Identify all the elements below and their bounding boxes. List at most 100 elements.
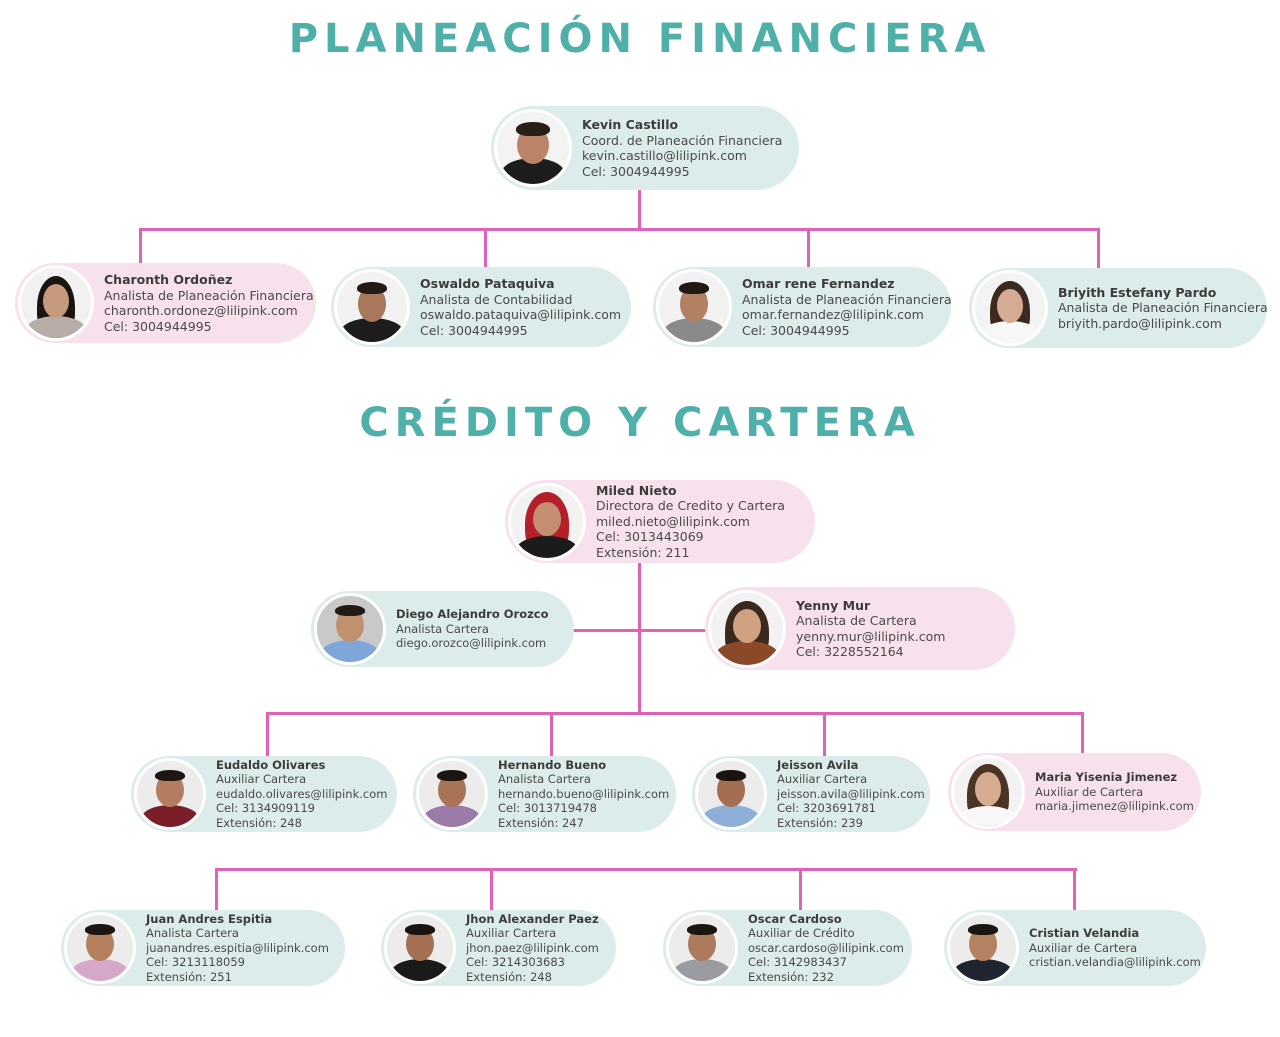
person-card-kevin-castillo: Kevin Castillo Coord. de Planeación Fina…	[491, 106, 799, 190]
person-extension: Extensión: 232	[748, 969, 834, 984]
avatar	[134, 758, 206, 830]
connector-line	[1073, 868, 1076, 911]
person-extension: Extensión: 251	[146, 969, 232, 984]
person-phone: Cel: 3213118059	[146, 955, 245, 970]
avatar	[656, 269, 732, 345]
connector-line	[1097, 228, 1100, 268]
avatar	[947, 912, 1019, 984]
person-name: Oscar Cardoso	[748, 911, 842, 926]
connector-line	[638, 562, 641, 715]
person-email: briyith.pardo@lilipink.com	[1058, 315, 1222, 331]
person-email: omar.fernandez@lilipink.com	[742, 307, 924, 322]
person-card-hernando-bueno: Hernando Bueno Analista Cartera hernando…	[413, 756, 676, 832]
person-phone: Cel: 3228552164	[796, 644, 904, 659]
person-name: Charonth Ordoñez	[104, 272, 233, 287]
person-name: Kevin Castillo	[582, 117, 679, 132]
avatar	[666, 912, 738, 984]
person-role: Auxiliar de Crédito	[748, 926, 855, 941]
person-phone: Cel: 3142983437	[748, 955, 847, 970]
person-role: Auxiliar de Cartera	[1029, 940, 1138, 955]
person-name: Jeisson Avila	[777, 757, 859, 772]
connector-line	[807, 228, 810, 268]
person-email: maria.jimenez@lilipink.com	[1035, 799, 1194, 814]
person-role: Analista de Contabilidad	[420, 291, 573, 307]
person-email: yenny.mur@lilipink.com	[796, 628, 946, 644]
person-name: Cristian Velandia	[1029, 926, 1140, 941]
connector-line	[484, 228, 487, 268]
person-card-yenny-mur: Yenny Mur Analista de Cartera yenny.mur@…	[705, 587, 1015, 670]
person-role: Coord. de Planeación Financiera	[582, 132, 783, 148]
person-role: Analista de Cartera	[796, 613, 917, 628]
connector-line	[490, 868, 493, 911]
person-email: hernando.bueno@lilipink.com	[498, 786, 670, 801]
person-phone: Cel: 3013443069	[596, 529, 704, 545]
connector-line	[266, 712, 269, 757]
person-card-cristian-velandia: Cristian Velandia Auxiliar de Cartera cr…	[944, 910, 1206, 986]
person-card-juan-espitia: Juan Andres Espitia Analista Cartera jua…	[61, 910, 345, 986]
person-role: Auxiliar Cartera	[466, 926, 557, 941]
connector-line	[572, 629, 708, 632]
person-name: Jhon Alexander Paez	[466, 911, 599, 926]
person-card-miled-nieto: Miled Nieto Directora de Credito y Carte…	[505, 480, 815, 563]
person-email: oswaldo.pataquiva@lilipink.com	[420, 307, 622, 322]
avatar	[384, 912, 456, 984]
person-card-briyith-pardo: Briyith Estefany Pardo Analista de Plane…	[969, 268, 1268, 348]
person-email: oscar.cardoso@lilipink.com	[748, 940, 904, 955]
avatar	[494, 109, 572, 187]
section-title-credito: CRÉDITO Y CARTERA	[359, 400, 921, 446]
person-name: Maria Yisenia Jimenez	[1035, 770, 1178, 785]
avatar	[951, 755, 1025, 829]
avatar	[334, 269, 410, 345]
person-role: Analista de Planeación Financiera	[742, 291, 952, 307]
person-name: Yenny Mur	[796, 597, 871, 613]
person-role: Directora de Credito y Cartera	[596, 498, 785, 514]
person-role: Auxiliar de Cartera	[1035, 784, 1144, 799]
person-name: Diego Alejandro Orozco	[396, 607, 549, 622]
person-email: diego.orozco@lilipink.com	[396, 636, 547, 651]
person-name: Juan Andres Espitia	[146, 911, 273, 926]
person-email: juanandres.espitia@lilipink.com	[146, 940, 329, 955]
person-card-jhon-paez: Jhon Alexander Paez Auxiliar Cartera jho…	[381, 910, 616, 986]
person-name: Eudaldo Olivares	[216, 757, 326, 772]
connector-line	[638, 190, 641, 230]
person-card-oscar-cardoso: Oscar Cardoso Auxiliar de Crédito oscar.…	[663, 910, 912, 986]
person-email: charonth.ordonez@lilipink.com	[104, 303, 298, 318]
person-role: Analista de Planeación Financiera	[1058, 300, 1268, 316]
person-email: jhon.paez@lilipink.com	[466, 940, 599, 955]
connector-line	[139, 228, 142, 266]
person-extension: Extensión: 248	[216, 815, 302, 830]
avatar	[695, 758, 767, 830]
connector-line	[550, 712, 553, 757]
person-email: miled.nieto@lilipink.com	[596, 513, 750, 529]
person-name: Briyith Estefany Pardo	[1058, 284, 1217, 300]
connector-line	[799, 868, 802, 911]
person-phone: Cel: 3004944995	[742, 322, 850, 338]
person-name: Omar rene Fernandez	[742, 276, 895, 291]
person-phone: Cel: 3013719478	[498, 801, 597, 816]
section-title-planeacion: PLANEACIÓN FINANCIERA	[288, 16, 992, 62]
person-role: Analista de Planeación Financiera	[104, 287, 314, 303]
person-email: kevin.castillo@lilipink.com	[582, 148, 747, 163]
connector-line	[266, 712, 1084, 715]
avatar	[18, 265, 94, 341]
person-role: Analista Cartera	[146, 926, 239, 941]
person-phone: Cel: 3004944995	[420, 322, 528, 338]
person-card-oswaldo-pataquiva: Oswaldo Pataquiva Analista de Contabilid…	[331, 267, 631, 347]
person-extension: Extensión: 247	[498, 815, 584, 830]
person-phone: Cel: 3004944995	[104, 318, 212, 334]
person-card-omar-fernandez: Omar rene Fernandez Analista de Planeaci…	[653, 267, 952, 347]
person-extension: Extensión: 211	[596, 544, 690, 560]
person-phone: Cel: 3214303683	[466, 955, 565, 970]
person-email: jeisson.avila@lilipink.com	[777, 786, 925, 801]
connector-line	[823, 712, 826, 757]
avatar	[416, 758, 488, 830]
person-role: Analista Cartera	[396, 621, 489, 636]
person-email: eudaldo.olivares@lilipink.com	[216, 786, 388, 801]
person-card-eudaldo-olivares: Eudaldo Olivares Auxiliar Cartera eudald…	[131, 756, 397, 832]
connector-line	[215, 868, 1077, 871]
person-name: Miled Nieto	[596, 482, 677, 498]
person-phone: Cel: 3134909119	[216, 801, 315, 816]
avatar	[64, 912, 136, 984]
person-email: cristian.velandia@lilipink.com	[1029, 955, 1201, 970]
person-card-jeisson-avila: Jeisson Avila Auxiliar Cartera jeisson.a…	[692, 756, 930, 832]
